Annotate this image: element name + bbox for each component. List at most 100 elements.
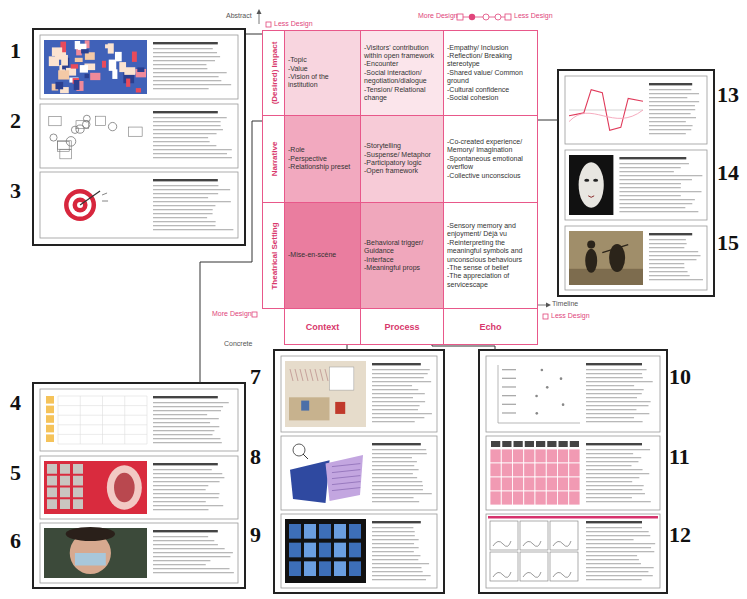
- slide-image: [44, 461, 147, 514]
- bullet-item: -Value: [288, 65, 357, 73]
- slide-grid: [558, 477, 569, 491]
- slide-icon: [525, 441, 534, 447]
- slide-figure: [326, 455, 364, 501]
- slide-grid: [535, 449, 546, 463]
- chart-dot: [535, 412, 538, 415]
- slide-text-bar: [153, 469, 212, 470]
- slide-grid: [569, 477, 580, 491]
- slide-figure: [80, 65, 88, 73]
- slide-text-bar: [586, 409, 636, 410]
- slide-title-bar: [649, 83, 692, 85]
- mask-mouth: [588, 196, 594, 198]
- timeline-arrowhead: [546, 303, 551, 308]
- slide-text-bar: [586, 461, 638, 462]
- mask-figure: [579, 162, 604, 208]
- slide-figure: [75, 58, 83, 62]
- slide-text-bar: [586, 555, 637, 556]
- slide-figure: [74, 80, 80, 90]
- slide-figure: [289, 524, 301, 539]
- slide-sketch: [60, 150, 72, 159]
- slide-text-bar: [153, 76, 219, 77]
- slide-text-bar: [586, 449, 650, 450]
- slide-sketch: [95, 116, 105, 125]
- slide-text-bar: [586, 501, 651, 502]
- bullet-item: -Co-created experience/ Memory/ Imaginat…: [447, 138, 534, 155]
- matrix-cell: -Empathy/ Inclusion-Reflection/ Breaking…: [443, 30, 538, 116]
- slide-text-bar: [619, 171, 673, 172]
- slide-figure: [349, 561, 361, 576]
- slide-figure: [46, 434, 54, 442]
- slide-figure: [126, 79, 130, 87]
- slide-text-bar: [586, 469, 643, 470]
- slide-header-bar: [488, 516, 658, 519]
- slide-figure: [46, 415, 54, 423]
- slide-text-bar: [586, 539, 634, 540]
- slide-figure: [289, 561, 301, 576]
- slide-text-bar: [619, 195, 680, 196]
- storyboard-panel: [520, 521, 548, 550]
- slide-text-bar: [586, 417, 634, 418]
- slide-grid: [513, 491, 524, 505]
- slide-text-bar: [586, 481, 632, 482]
- slide-sketch: [50, 134, 57, 141]
- slide-figure: [334, 561, 346, 576]
- slide-figure: [60, 464, 70, 474]
- slide-image: [569, 155, 613, 215]
- slide-line: [332, 482, 360, 485]
- storyboard-sketch: [523, 541, 541, 546]
- slide-text-bar: [153, 157, 232, 158]
- slide-figure: [46, 406, 54, 414]
- slide-text-bar: [153, 410, 221, 411]
- slide-text-bar: [372, 409, 418, 410]
- slide-text-bar: [153, 185, 218, 186]
- matrix-cell: -Behavioral trigger/ Guidance-Interface-…: [360, 202, 444, 309]
- slide-grid: [535, 491, 546, 505]
- slide-text-bar: [153, 442, 222, 443]
- slide-text-bar: [586, 497, 632, 498]
- slide-line: [102, 193, 108, 201]
- slide-text-bar: [153, 225, 215, 226]
- slide-grid: [513, 463, 524, 477]
- slide-text-bar: [153, 201, 231, 202]
- slide-title-bar: [586, 363, 642, 365]
- slide-text-bar: [153, 489, 206, 490]
- slide-sketch: [76, 125, 84, 133]
- bullet-item: -Topic: [288, 56, 357, 64]
- slide-figure: [319, 543, 331, 558]
- slide-figure: [58, 70, 69, 79]
- header-text: Echo: [479, 322, 501, 332]
- slide-text-bar: [649, 243, 687, 244]
- slide-text-bar: [153, 509, 208, 510]
- bullet-item: -Cultural confidence: [447, 86, 534, 94]
- slide-text-bar: [153, 497, 219, 498]
- slide-icon: [491, 441, 500, 447]
- slide-text-bar: [372, 531, 415, 532]
- slide-figure: [304, 524, 316, 539]
- bullet-item: -Storytelling: [364, 142, 440, 150]
- slide-text-bar: [586, 575, 653, 576]
- slide-text-bar: [372, 453, 427, 454]
- slide-text-bar: [153, 141, 210, 142]
- slide-text-bar: [153, 536, 208, 537]
- slide-title-bar: [372, 363, 421, 365]
- slide-text-bar: [153, 189, 230, 190]
- slide-text-bar: [649, 263, 684, 264]
- slide-text-bar: [586, 489, 642, 490]
- slide-figure: [137, 67, 144, 72]
- slide-figure: [289, 397, 330, 420]
- slide-figure: [73, 488, 83, 498]
- bullet-item: -Spontaneous emotional overflow: [447, 155, 534, 172]
- slide-figure: [73, 499, 83, 509]
- bullet-item: -Participatory logic: [364, 159, 440, 167]
- slide-text-bar: [153, 121, 221, 122]
- slide-group-frame: [558, 70, 714, 296]
- slide-group-frame: [33, 383, 245, 588]
- callout-number: 2: [10, 110, 21, 132]
- callout-number: 13: [717, 84, 739, 106]
- slide-icon: [559, 441, 568, 447]
- slide-line: [310, 369, 313, 381]
- target-arrow: [80, 191, 100, 205]
- slide-text-bar: [649, 271, 688, 272]
- slide-card: [486, 436, 660, 510]
- slide-text-bar: [649, 255, 701, 256]
